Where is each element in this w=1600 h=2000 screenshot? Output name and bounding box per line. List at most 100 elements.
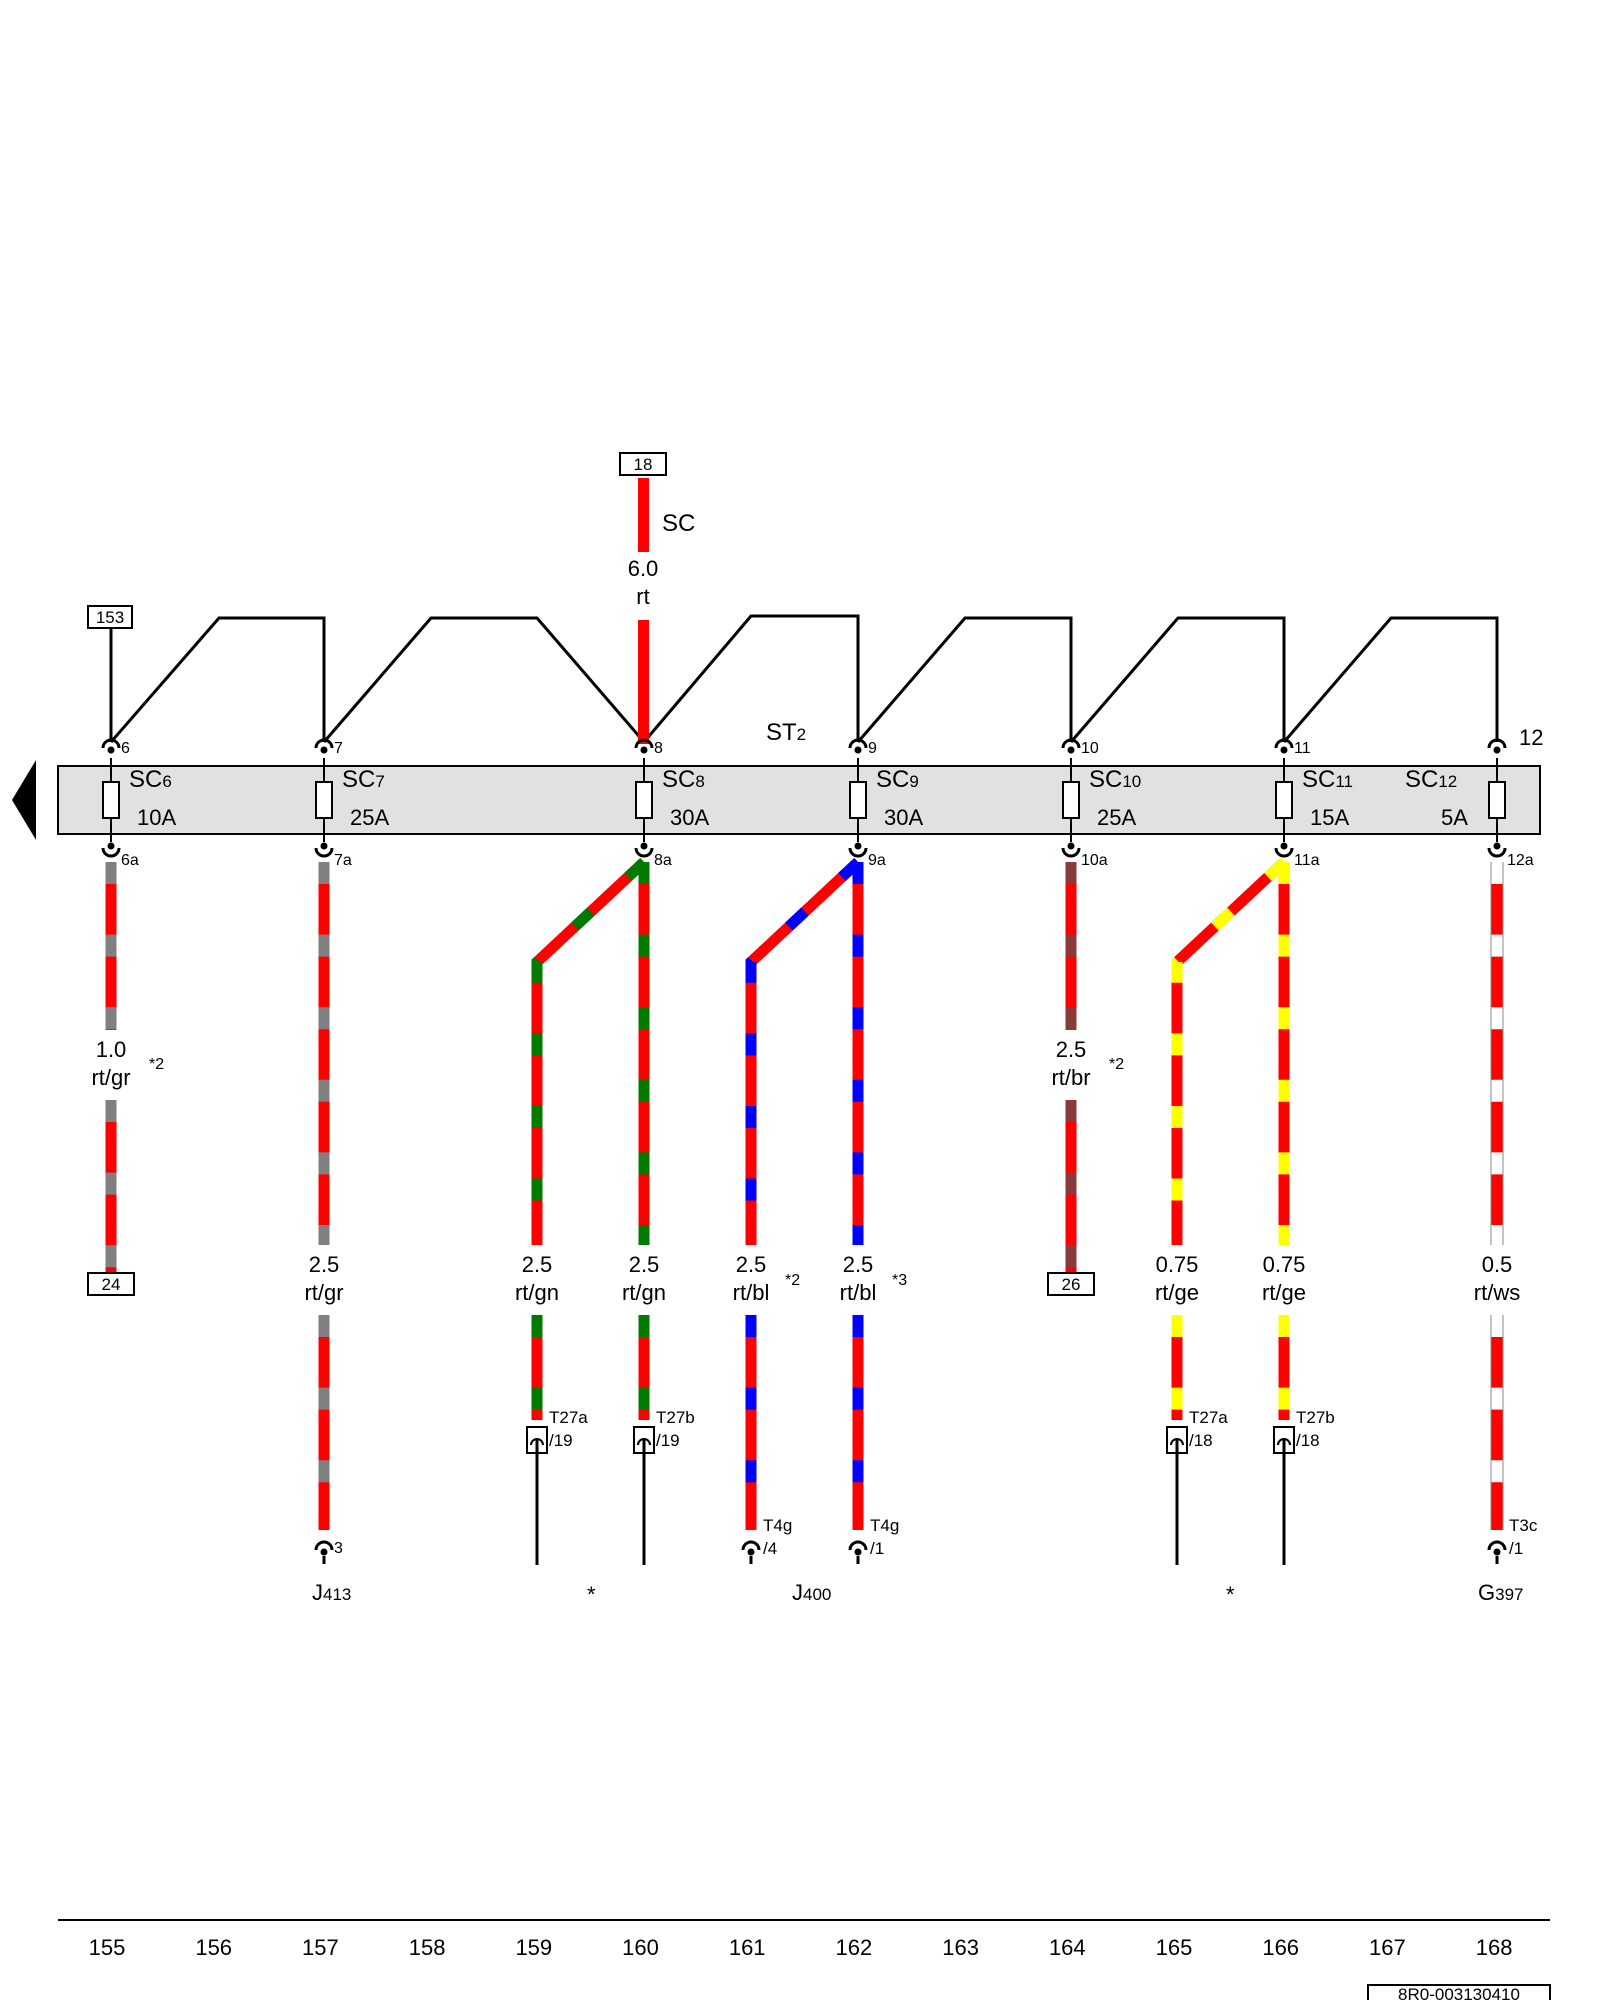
wire-color: rt/gr xyxy=(91,1065,130,1090)
connector-pin: /1 xyxy=(1509,1539,1523,1558)
feed-label: SC xyxy=(662,510,695,537)
wire-1: 1.0rt/gr*224 xyxy=(87,862,164,1296)
fuse-bottom-pin-icon xyxy=(848,841,868,858)
fuse-pin-top: 10 xyxy=(1081,740,1099,757)
column-number: 155 xyxy=(89,1935,126,1960)
fuse-top-pin-icon xyxy=(314,738,334,755)
wire-color: rt/ws xyxy=(1474,1280,1520,1305)
fuse-element-icon xyxy=(1275,781,1293,819)
fuse-name: SC12 xyxy=(1405,766,1457,793)
wire-size: 0.5 xyxy=(1482,1252,1513,1277)
connector-pin: /19 xyxy=(656,1431,680,1450)
feed-wire-lower xyxy=(638,620,649,744)
connector-name: T27a xyxy=(549,1408,588,1427)
wire-size: 2.5 xyxy=(522,1252,553,1277)
wire-size: 2.5 xyxy=(309,1252,340,1277)
fuse-top-pin-icon xyxy=(1487,738,1507,755)
fuse-pin-bottom: 9a xyxy=(868,852,886,869)
fuse-element-icon xyxy=(1062,781,1080,819)
connector-pin: /19 xyxy=(549,1431,573,1450)
fuse-pin-top: 6 xyxy=(121,740,130,757)
connector-pin-icon xyxy=(1277,1438,1291,1446)
fuse-name: SC11 xyxy=(1302,766,1353,793)
fuse-name: SC9 xyxy=(876,766,919,793)
ref-box xyxy=(87,1272,135,1296)
diagram-ref-box xyxy=(1367,1984,1551,2000)
ref-label: 24 xyxy=(102,1275,121,1294)
fuse-top-pin-icon xyxy=(848,738,868,755)
column-number: 164 xyxy=(1049,1935,1086,1960)
fuse-element-icon xyxy=(1488,781,1506,819)
connector-pin-icon xyxy=(1170,1438,1184,1446)
connector-name: T4g xyxy=(763,1516,792,1535)
fuse-name: SC7 xyxy=(342,766,385,793)
fuse-bottom-pin-icon xyxy=(1274,841,1294,858)
fuse-pin-top: 9 xyxy=(868,740,877,757)
fuse-amps: 30A xyxy=(670,805,709,830)
terminal-pin-icon xyxy=(1487,1540,1507,1557)
wire-color: rt/gn xyxy=(622,1280,666,1305)
fuse-name-sub: 8 xyxy=(695,772,704,791)
fuse-sc7: SC7 25A 7 7a xyxy=(314,738,389,869)
fuse-name-main: SC xyxy=(342,766,375,793)
wire-size: 2.5 xyxy=(1056,1037,1087,1062)
fuse-top-pin-icon xyxy=(101,738,121,755)
wire-color: rt/ge xyxy=(1155,1280,1199,1305)
wire-segment-upper-stripe xyxy=(1171,857,1288,1245)
wire-size: 1.0 xyxy=(96,1037,127,1062)
fuse-amps: 10A xyxy=(137,805,176,830)
connector-name: T4g xyxy=(870,1516,899,1535)
fuse-pin-bottom: 12a xyxy=(1507,852,1534,869)
wire-group: 1.0rt/gr*2242.5rt/gr32.5rt/gnT27a/192.5r… xyxy=(87,857,1538,1565)
wire-7: 2.5 rt/br *2 26 xyxy=(1047,862,1124,1296)
column-number: 159 xyxy=(515,1935,552,1960)
component-star-1: * xyxy=(587,1582,596,1607)
wire-color: rt/bl xyxy=(840,1280,877,1305)
column-number: 161 xyxy=(729,1935,766,1960)
connector-pin: /4 xyxy=(763,1539,777,1558)
column-number: 167 xyxy=(1369,1935,1406,1960)
fuse-element-icon xyxy=(635,781,653,819)
connector-pin-icon xyxy=(530,1438,544,1446)
wire-color: rt/gn xyxy=(515,1280,559,1305)
wire-note: *2 xyxy=(785,1272,800,1289)
fuse-amps: 15A xyxy=(1310,805,1349,830)
fuse-bottom-pin-icon xyxy=(101,841,121,858)
column-number: 160 xyxy=(622,1935,659,1960)
component-j413: J413 xyxy=(312,1580,351,1605)
fuse-amps: 25A xyxy=(350,805,389,830)
fuse-name-sub: 7 xyxy=(375,772,384,791)
wire-note: *2 xyxy=(1109,1056,1124,1073)
ref-label: 26 xyxy=(1062,1275,1081,1294)
wire-segment-upper-stripe xyxy=(531,857,648,1245)
diagram-ref: 8R0-003130410 xyxy=(1398,1985,1520,2000)
fuse-pin-bottom: 7a xyxy=(334,852,352,869)
component-star-2: * xyxy=(1226,1582,1235,1607)
wire-size: 0.75 xyxy=(1263,1252,1306,1277)
ref-box-18 xyxy=(619,452,667,476)
fuse-name-main: SC xyxy=(876,766,909,793)
fuse-element-icon xyxy=(849,781,867,819)
wire-size: 2.5 xyxy=(736,1252,767,1277)
feed-wire-upper xyxy=(638,478,649,552)
connector-name: T3c xyxy=(1509,1516,1538,1535)
fuse-element-icon xyxy=(315,781,333,819)
wire-color: rt/br xyxy=(1051,1065,1090,1090)
terminal-pin: 3 xyxy=(334,1540,343,1557)
bus-bar xyxy=(109,614,1499,743)
fuse-pin-bottom: 11a xyxy=(1294,852,1320,869)
terminal-pin-icon xyxy=(741,1540,761,1557)
fuse-element-icon xyxy=(102,781,120,819)
fuse-name-sub: 10 xyxy=(1122,772,1141,791)
fuse-name-sub: 12 xyxy=(1438,772,1457,791)
column-number: 168 xyxy=(1476,1935,1513,1960)
